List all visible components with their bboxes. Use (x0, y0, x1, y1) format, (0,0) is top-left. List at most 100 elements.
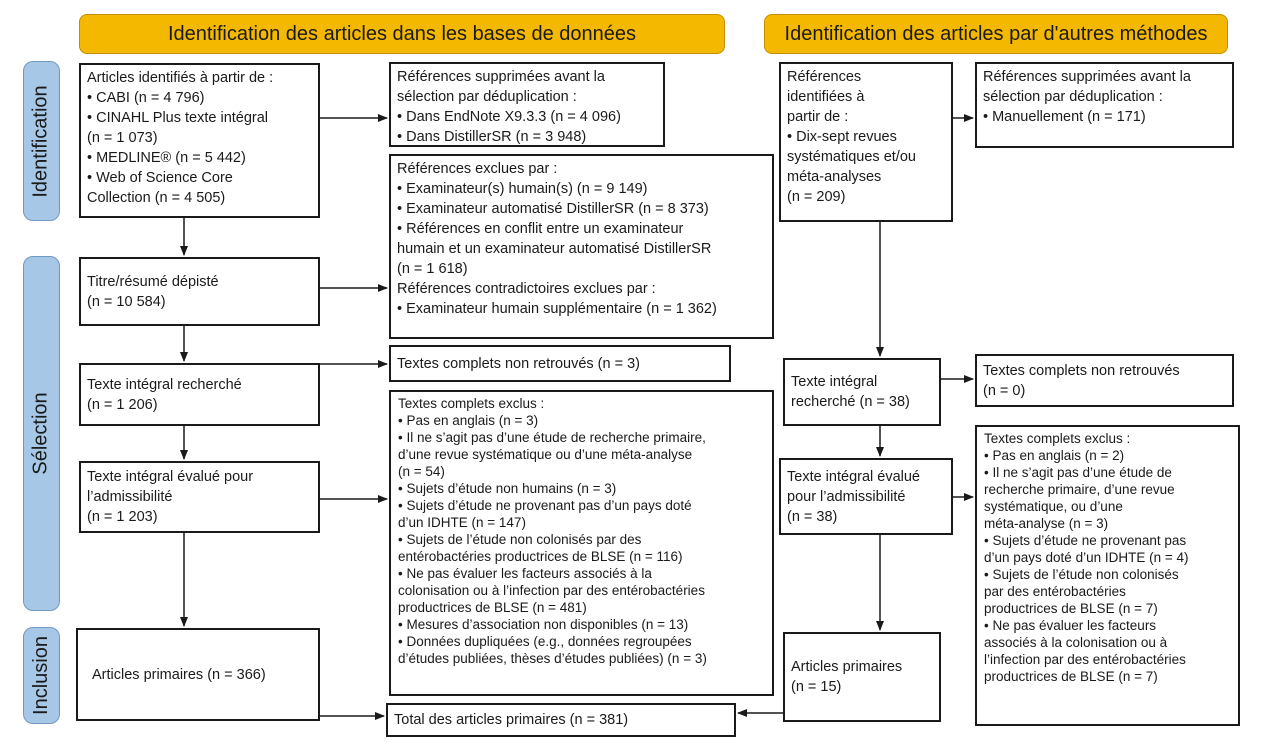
text-line: • Sujets d’étude ne provenant pas (984, 533, 1187, 548)
box-db-sought: Texte intégral recherché (n = 1 206) (79, 363, 320, 426)
box-other-assessed: Texte intégral évalué pour l’admissibilit… (779, 458, 953, 535)
db-included-text: Articles primaires (n = 366) (92, 666, 266, 683)
text-line: • Examinateur humain supplémentaire (n =… (397, 301, 717, 317)
text-line: productrices de BLSE (n = 7) (984, 601, 1158, 616)
box-db-fulltext-excluded: Textes complets exclus : • Pas en anglais… (389, 390, 774, 696)
text-line: • Dans DistillerSR (n = 3 948) (397, 129, 587, 145)
box-other-identified: Références identifiées à partir de : • Dix-… (779, 62, 953, 222)
text-line: Texte intégral recherché (87, 376, 242, 393)
text-line: • Sujets d’étude ne provenant pas d’un p… (398, 498, 692, 513)
text-line: partir de : (787, 109, 849, 125)
text-line: • Web of Science Core (87, 170, 233, 186)
text-line: • Dans EndNote X9.3.3 (n = 4 096) (397, 109, 621, 125)
phase-selection: Sélection (23, 256, 60, 611)
box-db-screened: Titre/résumé dépisté (n = 10 584) (79, 257, 320, 326)
box-db-assessed: Texte intégral évalué pour l’admissibilit… (79, 461, 320, 533)
text-line: Titre/résumé dépisté (87, 273, 219, 290)
text-line: recherché (n = 38) (791, 394, 910, 410)
text-line: (n = 209) (787, 189, 846, 205)
text-line: sélection par déduplication : (983, 89, 1163, 105)
text-line: identifiées à (787, 89, 865, 105)
text-line: colonisation ou à l’infection par des en… (398, 583, 705, 598)
text-line: méta-analyse (n = 3) (984, 516, 1109, 531)
text-line: humain et un examinateur automatisé Dist… (397, 241, 712, 257)
text-line: Texte intégral évalué (787, 468, 920, 485)
text-line: l’infection par des entérobactéries (984, 652, 1186, 667)
text-line: (n = 1 073) (87, 130, 158, 146)
text-line: (n = 54) (398, 464, 445, 479)
text-line: productrices de BLSE (n = 7) (984, 669, 1158, 684)
text-line: • Références en conflit entre un examina… (397, 221, 684, 237)
text-line: (n = 1 206) (87, 396, 158, 413)
text-line: • CABI (n = 4 796) (87, 90, 205, 106)
box-db-excluded-refs: Références exclues par : • Examinateur(s)… (389, 154, 774, 339)
text-line: • Pas en anglais (n = 2) (984, 448, 1125, 463)
text-line: Textes complets exclus : (984, 431, 1131, 446)
text-line: (n = 1 618) (397, 261, 468, 277)
text-line: • Manuellement (n = 171) (983, 109, 1146, 125)
text-line: d’un IDHTE (n = 147) (398, 515, 526, 530)
text-line: Texte intégral évalué pour (87, 469, 254, 485)
text-line: d’une revue systématique ou d’une méta-a… (398, 447, 693, 462)
text-line: • CINAHL Plus texte intégral (87, 110, 269, 126)
text-line: méta-analyses (787, 169, 882, 185)
box-db-not-retrieved: Textes complets non retrouvés (n = 3) (389, 345, 731, 382)
text-line: associés à la colonisation ou à (984, 635, 1168, 650)
box-other-fulltext-excluded: Textes complets exclus : • Pas en anglais… (975, 425, 1240, 726)
text-line: (n = 0) (983, 382, 1026, 399)
text-line: Références supprimées avant la (983, 69, 1191, 85)
phase-identification: Identification (23, 61, 60, 221)
text-line: Références exclues par : (397, 161, 558, 177)
text-line: Textes complets non retrouvés (983, 362, 1180, 379)
box-total-included: Total des articles primaires (n = 381) (386, 703, 736, 737)
text-line: • Données dupliquées (e.g., données regr… (398, 634, 692, 649)
text-line: productrices de BLSE (n = 481) (398, 600, 587, 615)
text-line: Références (787, 69, 862, 85)
text-line: • Mesures d’association non disponibles … (398, 617, 689, 632)
box-other-sought: Texte intégral recherché (n = 38) (783, 358, 941, 426)
box-other-dedup: Références supprimées avant la sélection … (975, 62, 1234, 148)
text-line: Références supprimées avant la (397, 69, 605, 85)
text-line: • Sujets de l’étude non colonisés par de… (398, 532, 642, 547)
header-other-methods: Identification des articles par d'autres… (764, 14, 1228, 54)
text-line: systématiques et/ou (787, 149, 916, 165)
db-not-retrieved-text: Textes complets non retrouvés (n = 3) (397, 355, 640, 372)
text-line: systématique, ou d’une (984, 499, 1123, 514)
text-line: • Ne pas évaluer les facteurs associés à… (398, 566, 652, 581)
text-line: par des entérobactéries (984, 584, 1126, 599)
text-line: d’études publiées, thèses d’études publi… (398, 651, 707, 666)
text-line: • Examinateur automatisé DistillerSR (n … (397, 201, 709, 217)
text-line: d’un pays doté d’un IDHTE (n = 4) (984, 550, 1189, 565)
text-line: • Pas en anglais (n = 3) (398, 413, 539, 428)
box-other-not-retrieved: Textes complets non retrouvés (n = 0) (975, 354, 1234, 407)
text-line: l’admissibilité (87, 489, 173, 505)
text-line: Textes complets exclus : (398, 396, 545, 411)
text-line: Références contradictoires exclues par : (397, 281, 656, 297)
phase-inclusion: Inclusion (23, 627, 60, 724)
text-line: Collection (n = 4 505) (87, 190, 226, 206)
box-db-dedup: Références supprimées avant la sélection … (389, 62, 665, 147)
box-db-identified: Articles identifiés à partir de :• CABI … (79, 63, 320, 218)
text-line: (n = 10 584) (87, 293, 166, 310)
text-line: sélection par déduplication : (397, 89, 577, 105)
text-line: Articles primaires (791, 659, 903, 675)
text-line: (n = 1 203) (87, 509, 158, 525)
text-line: • Ne pas évaluer les facteurs (984, 618, 1157, 633)
total-included-text: Total des articles primaires (n = 381) (394, 712, 629, 728)
text-line: (n = 15) (791, 679, 842, 695)
header-databases: Identification des articles dans les bas… (79, 14, 725, 54)
text-line: • Dix-sept revues (787, 129, 897, 145)
text-line: pour l’admissibilité (787, 488, 906, 505)
text-line: Texte intégral (791, 374, 878, 390)
text-line: • Il ne s’agit pas d’une étude de (984, 465, 1172, 480)
text-line: • Examinateur(s) humain(s) (n = 9 149) (397, 181, 648, 197)
text-line: recherche primaire, d’une revue (984, 482, 1175, 497)
text-line: • Il ne s’agit pas d’une étude de recher… (398, 430, 706, 445)
text-line: • Sujets de l’étude non colonisés (984, 567, 1179, 582)
text-line: • MEDLINE® (n = 5 442) (87, 150, 246, 166)
text-line: • Sujets d’étude non humains (n = 3) (398, 481, 617, 496)
text-line: entérobactéries productrices de BLSE (n … (398, 549, 683, 564)
box-db-included: Articles primaires (n = 366) (76, 628, 320, 721)
box-other-included: Articles primaires (n = 15) (783, 632, 941, 722)
